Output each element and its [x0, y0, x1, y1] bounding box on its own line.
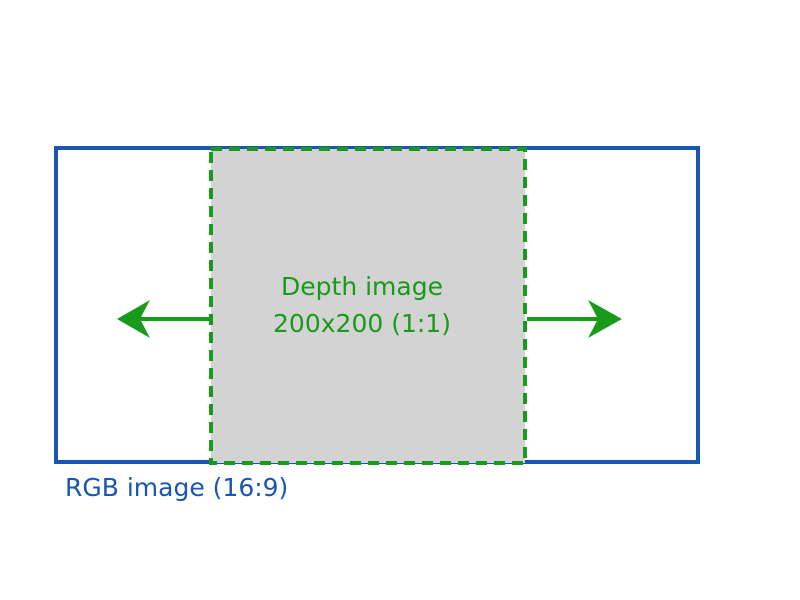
depth-label-line2: 200x200 (1:1) — [273, 309, 451, 338]
depth-label-line1: Depth image — [281, 272, 443, 301]
rgb-label: RGB image (16:9) — [65, 473, 288, 502]
depth-image-region — [209, 147, 527, 465]
left-arrow-icon — [117, 300, 209, 338]
right-arrow-icon — [527, 300, 622, 338]
